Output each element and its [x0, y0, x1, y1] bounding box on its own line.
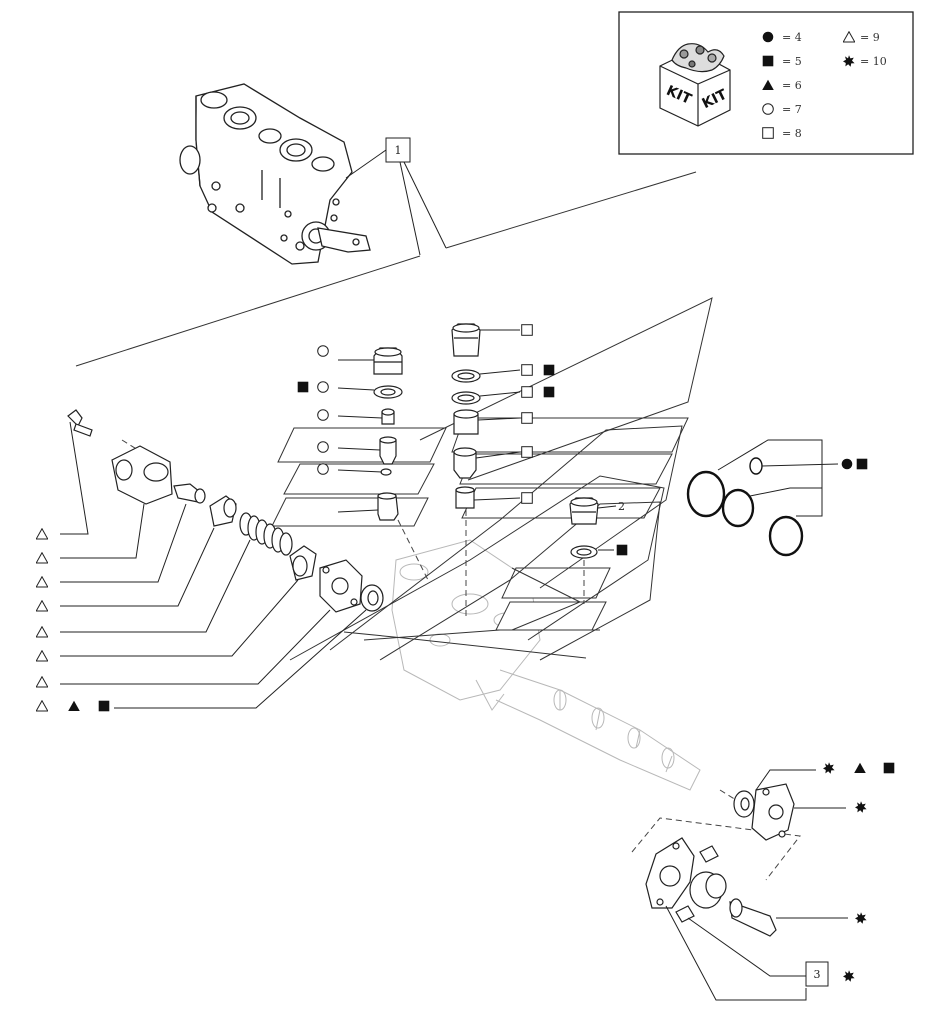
open-triangle-icon [36, 576, 48, 588]
filled-triangle-icon [68, 700, 80, 711]
legend-entry-10: = 10 [860, 55, 887, 68]
end-cover-parts [733, 783, 795, 841]
callout-relief-plug: 2 [618, 500, 625, 513]
valve-assembly-drawing [179, 83, 371, 265]
open-circle-icon [317, 381, 329, 393]
callout-lever-kit: 3 [805, 961, 829, 987]
open-triangle-icon [36, 600, 48, 612]
filled-triangle-icon [854, 762, 866, 773]
svg-text:3: 3 [814, 968, 821, 981]
open-triangle-icon [36, 528, 48, 540]
open-square-icon [521, 364, 533, 376]
lever-kit-parts [645, 837, 777, 937]
end-cover-leaders [755, 769, 846, 809]
o-ring-leaders [717, 439, 839, 517]
legend-entry-7: = 7 [782, 103, 802, 116]
centre-right-stack [451, 323, 481, 509]
relief-plug [569, 497, 599, 559]
centre-right-leaders [473, 329, 521, 501]
perspective-guide-lines [289, 297, 713, 661]
centre-left-stack [373, 347, 403, 521]
open-triangle-icon [36, 650, 48, 662]
legend-entry-5: = 5 [782, 55, 802, 68]
left-leader-lines [60, 421, 367, 709]
open-triangle-icon [36, 626, 48, 638]
filled-square-icon [543, 386, 555, 398]
open-triangle-icon [36, 676, 48, 688]
filled-square-icon [616, 544, 628, 556]
filled-square-icon [297, 381, 309, 393]
star-icon [823, 762, 835, 774]
filled-square-icon [98, 700, 110, 712]
star-icon [843, 970, 855, 982]
open-triangle-icon [36, 700, 48, 712]
open-circle-icon [317, 345, 329, 357]
assembly-leader-lines [75, 171, 697, 367]
valve-body-ghost [391, 539, 701, 791]
legend-entry-4: = 4 [782, 31, 802, 44]
svg-text:1: 1 [395, 144, 402, 157]
centre-left-leaders [337, 359, 383, 513]
filled-square-icon [762, 55, 774, 67]
callout-valve-assembly: 1 [345, 137, 447, 256]
dashed-axes [121, 439, 801, 881]
open-circle-icon [317, 409, 329, 421]
open-circle-icon [762, 103, 774, 115]
filled-circle-icon [841, 458, 853, 470]
spring-icon [239, 512, 293, 556]
legend-entry-9: = 9 [860, 31, 880, 44]
section-panels [271, 417, 689, 631]
open-square-icon [521, 492, 533, 504]
kit-box-icon [659, 43, 731, 127]
star-icon [855, 801, 867, 813]
open-square-icon [521, 324, 533, 336]
filled-square-icon [856, 458, 868, 470]
open-square-icon [521, 446, 533, 458]
star-icon [855, 912, 867, 924]
filled-square-icon [543, 364, 555, 376]
filled-square-icon [883, 762, 895, 774]
open-square-icon [762, 127, 774, 139]
filled-circle-icon [762, 31, 774, 43]
o-ring-group [686, 457, 804, 557]
open-square-icon [521, 386, 533, 398]
left-spool-parts [67, 409, 384, 613]
open-circle-icon [317, 441, 329, 453]
open-circle-icon [317, 463, 329, 475]
kit-legend: KIT KIT = 4 = 5 = 6 = 7 = 8 = 9 = 10 [618, 11, 914, 155]
lever-kit-leaders [665, 905, 848, 1001]
legend-entry-8: = 8 [782, 127, 802, 140]
open-square-icon [521, 412, 533, 424]
open-triangle-icon [36, 552, 48, 564]
legend-entry-6: = 6 [782, 79, 802, 92]
